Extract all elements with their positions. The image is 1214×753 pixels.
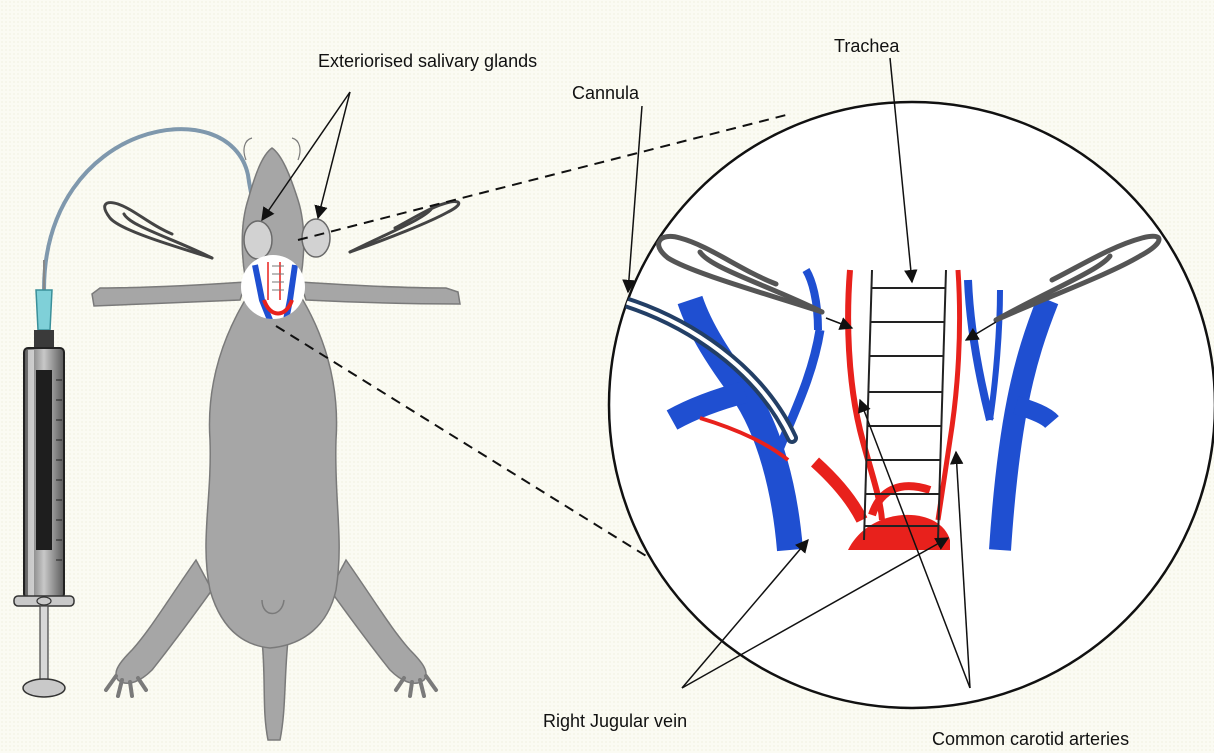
label-right-jugular-vein: Right Jugular vein	[543, 710, 687, 732]
neck-incision-window	[241, 255, 305, 319]
plunger-thumb	[23, 679, 65, 697]
plunger-rod	[40, 606, 48, 682]
label-trachea: Trachea	[834, 35, 899, 57]
rat-body	[92, 138, 460, 740]
small-forceps-right	[350, 202, 459, 252]
cannula-tube-line	[44, 129, 268, 290]
label-cannula: Cannula	[572, 82, 639, 104]
tail	[262, 640, 288, 740]
torso	[206, 292, 339, 648]
label-exteriorised-salivary-glands: Exteriorised salivary glands	[318, 50, 548, 72]
small-forceps-left	[105, 203, 212, 258]
left-salivary-gland	[244, 221, 272, 259]
label-common-carotid-arteries: Common carotid arteries	[932, 728, 1129, 750]
needle-hub	[36, 290, 52, 330]
